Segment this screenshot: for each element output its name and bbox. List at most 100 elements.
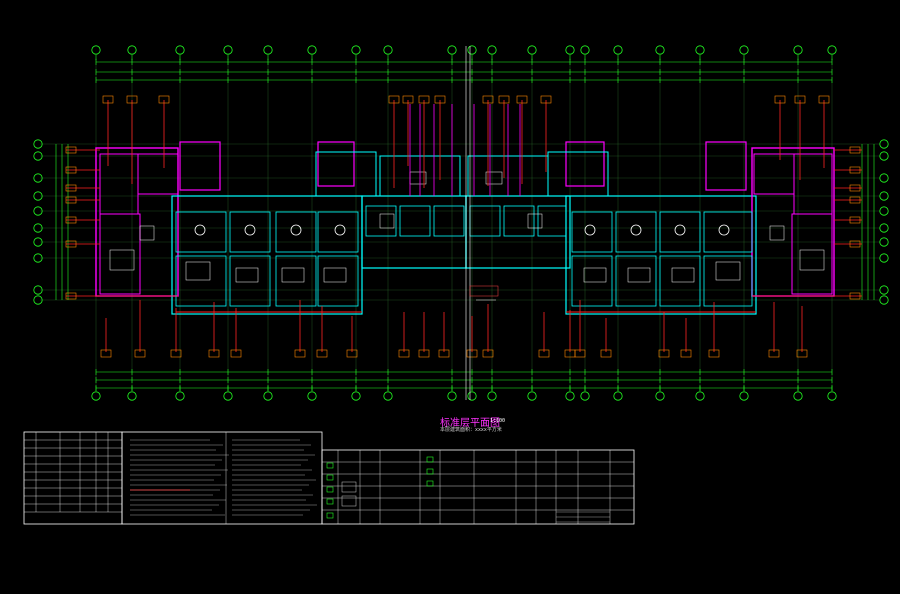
stair-core (565, 141, 605, 187)
callout-tag (418, 95, 430, 104)
legend-symbol (426, 480, 434, 487)
axis-bubble-top (91, 45, 101, 55)
room (753, 153, 795, 195)
room-partition (703, 255, 753, 307)
furniture (799, 249, 825, 271)
axis-bubble-bottom (447, 391, 457, 401)
axis-bubble-bottom (263, 391, 273, 401)
legend-symbol (326, 512, 334, 519)
callout-tag (849, 166, 861, 174)
callout-tag (65, 146, 77, 154)
room-partition (229, 211, 271, 253)
callout-tag (170, 349, 182, 358)
axis-bubble-top (263, 45, 273, 55)
furniture (139, 225, 155, 241)
callout-tag (65, 216, 77, 224)
axis-bubble-left (33, 253, 43, 263)
callout-tag (708, 349, 720, 358)
axis-bubble-left (33, 191, 43, 201)
apartment-core-left (361, 195, 467, 269)
legend-symbol (326, 498, 334, 505)
callout-tag (294, 349, 306, 358)
callout-tag (100, 349, 112, 358)
callout-tag (774, 95, 786, 104)
room (791, 213, 833, 295)
furniture (583, 267, 607, 283)
room-partition (659, 211, 701, 253)
callout-tag (65, 240, 77, 248)
axis-bubble-top (127, 45, 137, 55)
furniture (281, 267, 305, 283)
axis-bubble-top (223, 45, 233, 55)
room-partition (615, 255, 657, 307)
axis-bubble-top (527, 45, 537, 55)
furniture (671, 267, 695, 283)
room-partition (275, 211, 317, 253)
callout-tag (102, 95, 114, 104)
callout-tag (482, 95, 494, 104)
axis-bubble-left (33, 139, 43, 149)
room-partition (317, 255, 359, 307)
room-partition (469, 205, 501, 237)
callout-tag (388, 95, 400, 104)
callout-tag (316, 349, 328, 358)
room-partition (615, 211, 657, 253)
axis-bubble-right (879, 295, 889, 305)
axis-bubble-top (351, 45, 361, 55)
room-partition (433, 205, 465, 237)
axis-bubble-bottom (487, 391, 497, 401)
axis-bubble-bottom (527, 391, 537, 401)
room-partition (571, 211, 613, 253)
drawing-scale: 1:100 (490, 418, 506, 424)
callout-tag (402, 95, 414, 104)
callout-tag (540, 95, 552, 104)
axis-bubble-top (827, 45, 837, 55)
axis-bubble-left (33, 151, 43, 161)
axis-bubble-bottom (127, 391, 137, 401)
furniture (715, 261, 741, 281)
drawing-subtitle: 本层建筑面积：xxxx平方米 (440, 427, 502, 433)
furniture (185, 261, 211, 281)
callout-tag (434, 95, 446, 104)
axis-bubble-right (879, 191, 889, 201)
callout-tag (538, 349, 550, 358)
legend-symbol (326, 474, 334, 481)
axis-bubble-top (307, 45, 317, 55)
axis-bubble-top (739, 45, 749, 55)
room-partition (365, 205, 397, 237)
room-partition (317, 211, 359, 253)
axis-bubble-left (33, 237, 43, 247)
axis-bubble-right (879, 237, 889, 247)
axis-bubble-right (879, 206, 889, 216)
annotation-box (469, 285, 499, 297)
callout-tag (849, 240, 861, 248)
callout-tag (794, 95, 806, 104)
axis-bubble-top (695, 45, 705, 55)
axis-bubble-bottom (383, 391, 393, 401)
legend-symbol (426, 468, 434, 475)
callout-tag (680, 349, 692, 358)
axis-bubble-left (33, 285, 43, 295)
room (137, 153, 179, 195)
room-partition (703, 211, 753, 253)
axis-bubble-top (487, 45, 497, 55)
furniture-table (290, 224, 302, 236)
axis-bubble-left (33, 295, 43, 305)
apartment-unit-right (565, 195, 757, 315)
apartment-unit-left (171, 195, 363, 315)
callout-tag (126, 95, 138, 104)
axis-bubble-top (447, 45, 457, 55)
callout-tag (65, 184, 77, 192)
axis-bubble-top (655, 45, 665, 55)
callout-tag (65, 292, 77, 300)
axis-bubble-bottom (467, 391, 477, 401)
callout-tag (498, 95, 510, 104)
apartment-core-right (465, 195, 571, 269)
axis-bubble-right (879, 223, 889, 233)
furniture-table (584, 224, 596, 236)
callout-tag (849, 216, 861, 224)
axis-bubble-right (879, 151, 889, 161)
axis-bubble-bottom (580, 391, 590, 401)
callout-tag (208, 349, 220, 358)
